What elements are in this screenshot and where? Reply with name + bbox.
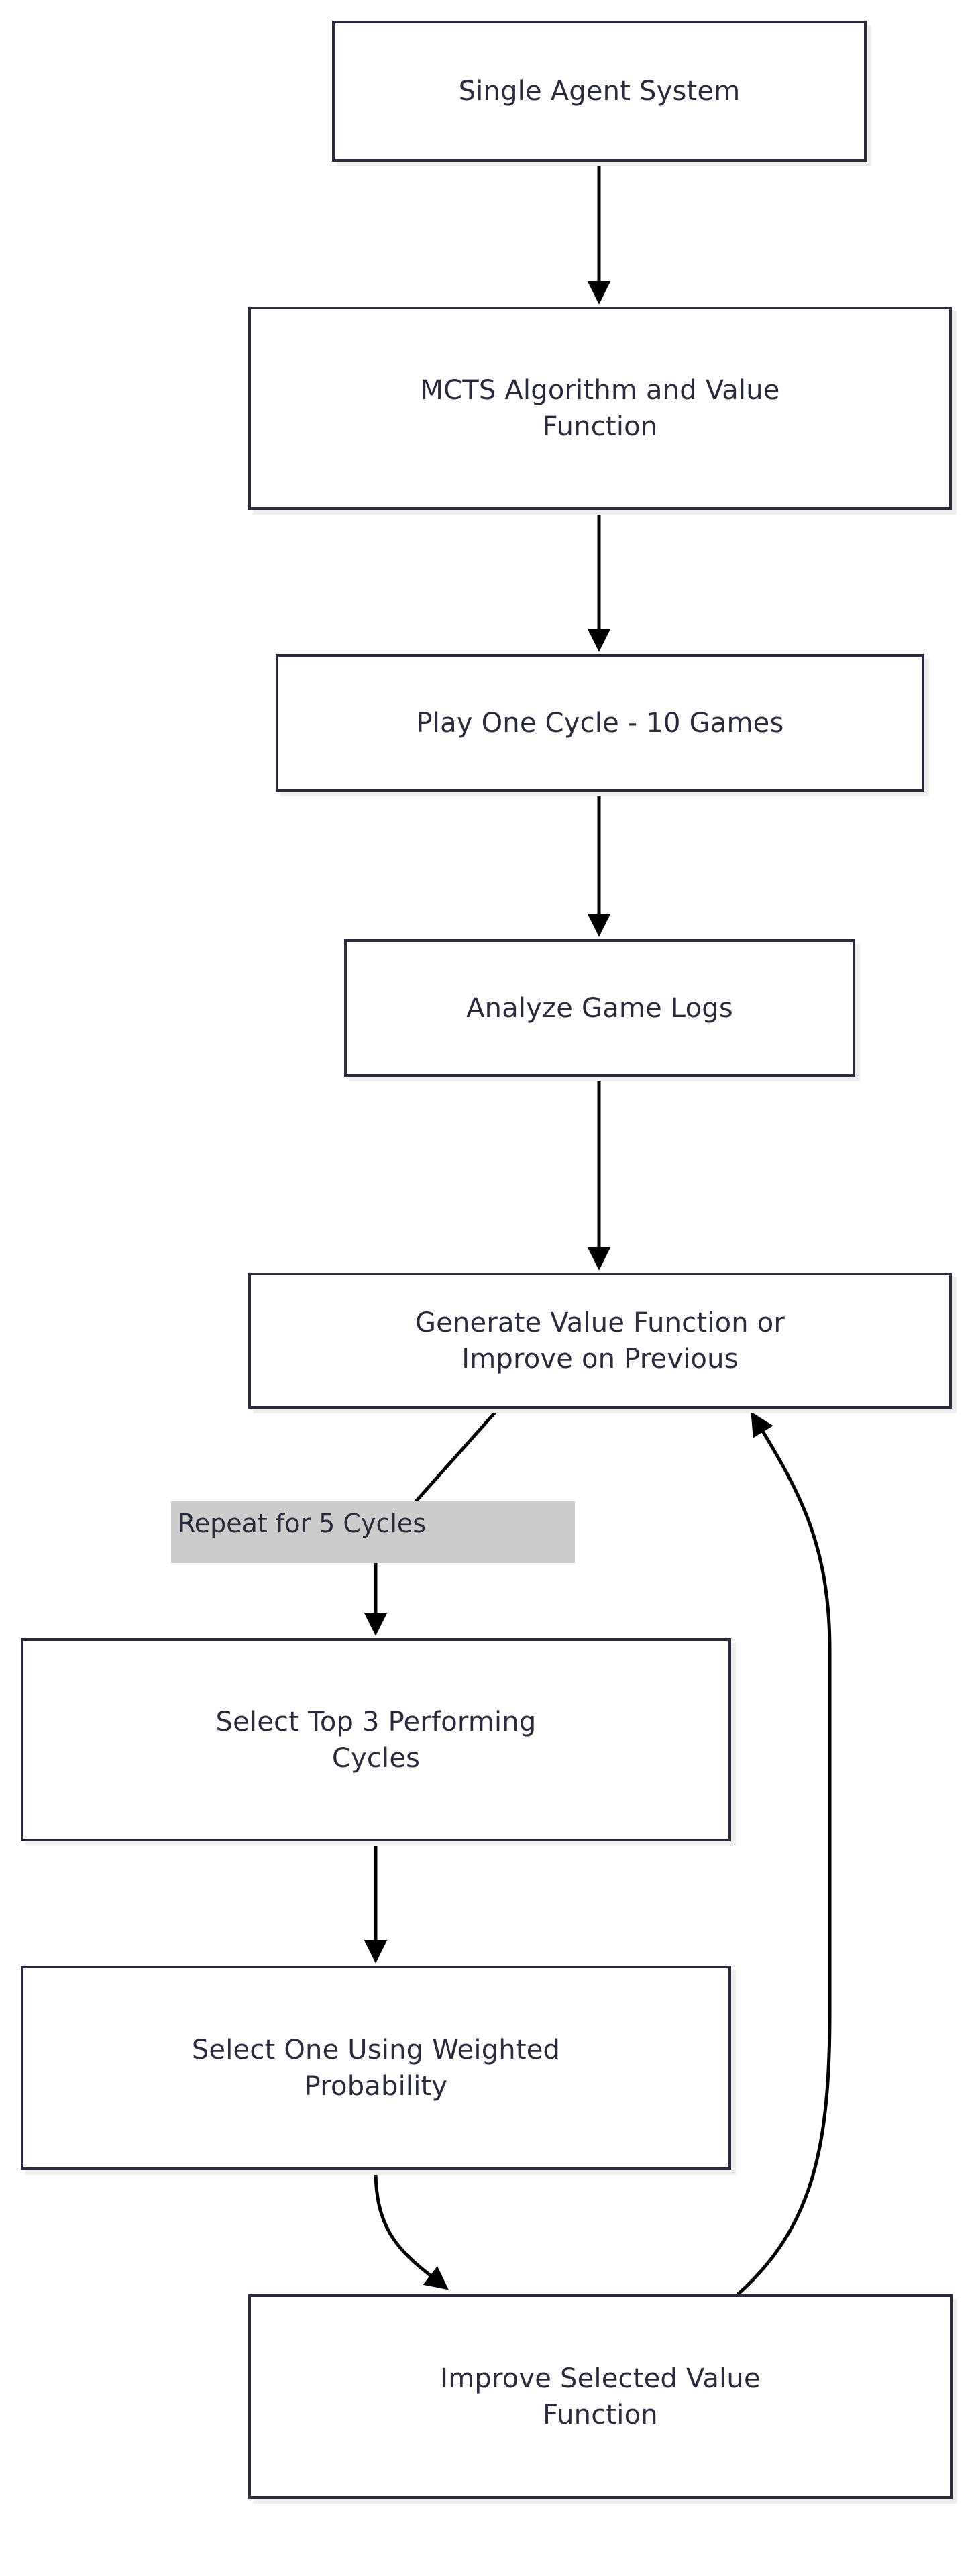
flow-node-generate-value-function[interactable]: Generate Value Function or Improve on Pr… bbox=[248, 1273, 952, 1409]
flow-node-label: Improve Selected Value Function bbox=[440, 2363, 761, 2430]
flow-node-label: Select Top 3 Performing Cycles bbox=[215, 1706, 537, 1774]
flow-node-select-one-using-weighted-probability[interactable]: Select One Using Weighted Probability bbox=[21, 1966, 731, 2170]
flow-node-label: Analyze Game Logs bbox=[466, 992, 733, 1024]
flow-node-label: Generate Value Function or Improve on Pr… bbox=[415, 1307, 785, 1375]
flow-node-label: MCTS Algorithm and Value Function bbox=[420, 374, 780, 442]
edge-n7-n8 bbox=[374, 2169, 449, 2290]
flow-node-analyze-game-logs[interactable]: Analyze Game Logs bbox=[344, 939, 855, 1077]
flow-node-single-agent-system[interactable]: Single Agent System bbox=[332, 21, 867, 162]
flow-node-label: Single Agent System bbox=[458, 76, 741, 107]
flow-node-label: Select One Using Weighted Probability bbox=[191, 2034, 561, 2102]
edge-label-repeat-for-5-cycles: Repeat for 5 Cycles bbox=[171, 1501, 575, 1563]
flow-node-label: Play One Cycle - 10 Games bbox=[416, 707, 784, 739]
flow-node-select-top-3-performing-cycles[interactable]: Select Top 3 Performing Cycles bbox=[21, 1638, 731, 1841]
flow-node-play-one-cycle[interactable]: Play One Cycle - 10 Games bbox=[276, 654, 924, 792]
flow-node-improve-selected-value-function[interactable]: Improve Selected Value Function bbox=[248, 2294, 953, 2499]
edge-n8-n5 bbox=[737, 1411, 832, 2296]
flow-node-mcts-algorithm-and-value-function[interactable]: MCTS Algorithm and Value Function bbox=[248, 307, 952, 510]
